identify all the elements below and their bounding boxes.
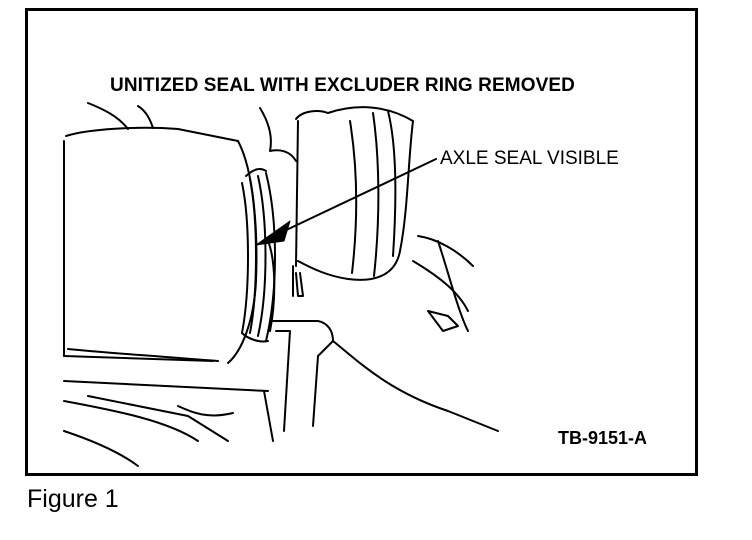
figure-caption: Figure 1 bbox=[27, 485, 119, 513]
figure-id: TB-9151-A bbox=[558, 428, 648, 448]
illustration-frame: UNITIZED SEAL WITH EXCLUDER RING REMOVED… bbox=[25, 8, 698, 476]
axle-seal-line-drawing bbox=[63, 102, 499, 467]
lower-frame-drawing bbox=[63, 380, 274, 467]
figure-title: UNITIZED SEAL WITH EXCLUDER RING REMOVED bbox=[110, 75, 575, 96]
seal-ring-drawing bbox=[241, 167, 276, 343]
callout-arrow bbox=[255, 158, 437, 246]
knuckle-drawing bbox=[259, 106, 499, 432]
axle-housing-drawing bbox=[63, 102, 258, 364]
callout-label: AXLE SEAL VISIBLE bbox=[440, 148, 619, 169]
